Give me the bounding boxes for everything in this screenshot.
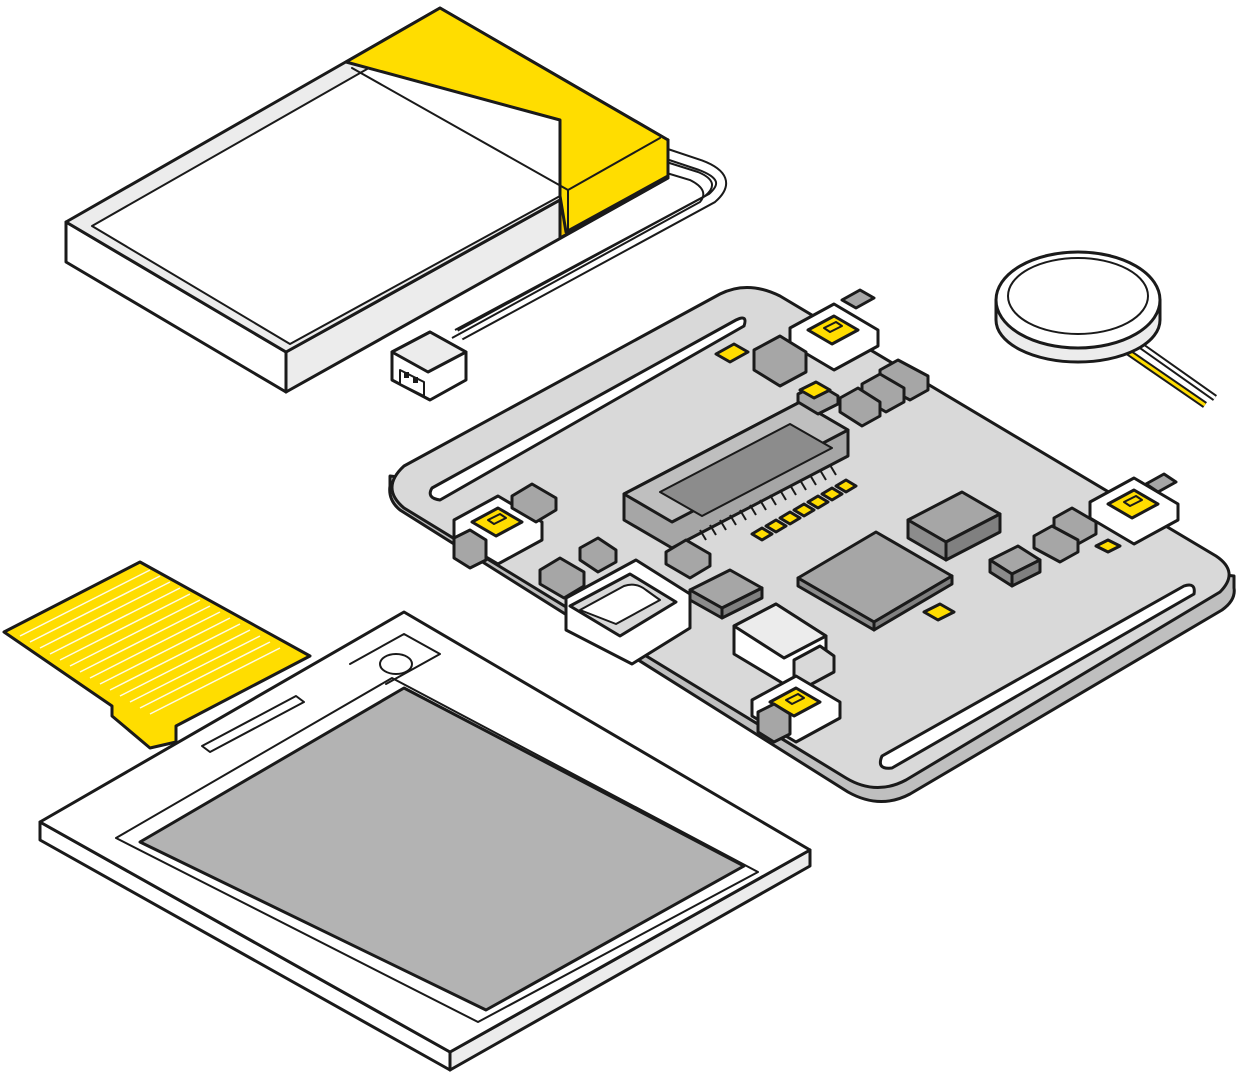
pcb-icon	[388, 285, 1236, 804]
battery-icon	[64, 6, 728, 394]
header-connector	[732, 602, 836, 688]
lcd-display-icon	[2, 560, 812, 1072]
tactile-switch-icon	[788, 288, 880, 372]
soic-chip	[906, 490, 1002, 562]
usb-port-icon	[564, 558, 692, 666]
tactile-switch-icon	[750, 674, 842, 744]
small-chip	[988, 544, 1042, 588]
coin-motor-icon	[994, 250, 1218, 408]
flex-cable-icon	[2, 560, 312, 750]
fpc-connector	[622, 400, 850, 550]
passive-components	[510, 334, 1098, 600]
jst-connector-icon	[390, 330, 468, 402]
small-chip	[688, 568, 764, 620]
smd-resistors	[714, 342, 1122, 622]
tactile-switch-icon	[1088, 472, 1180, 546]
microcontroller-chip	[796, 530, 954, 632]
battery-wires	[451, 144, 728, 341]
